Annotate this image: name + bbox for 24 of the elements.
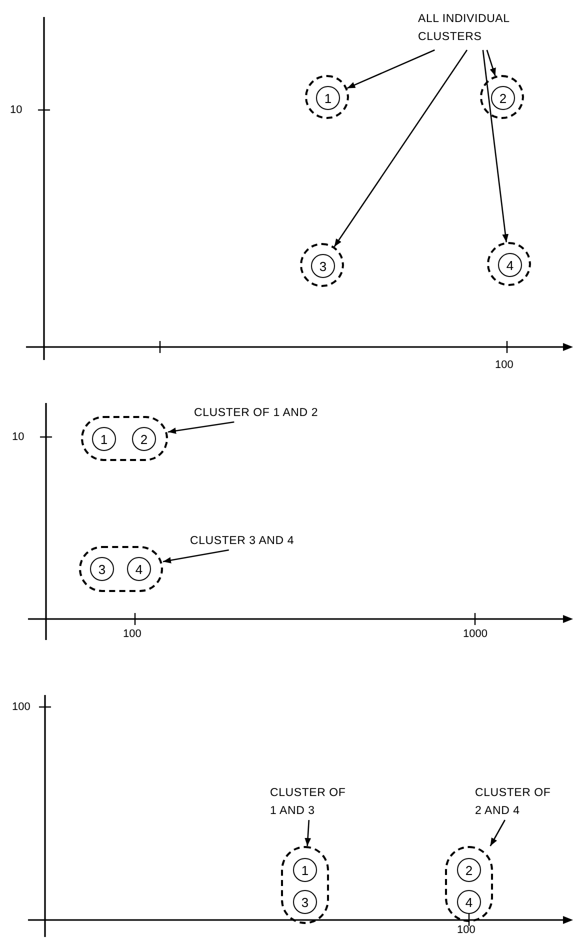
axis-tick-label: 10 [10, 105, 22, 116]
callout-label: ALL INDIVIDUAL CLUSTERS [418, 10, 543, 50]
axis-tick-label: 1000 [463, 629, 488, 640]
axis-tick-label: 10 [12, 432, 24, 443]
arrow [482, 50, 509, 242]
arrow [486, 50, 496, 76]
arrow [162, 549, 229, 564]
axis-tick-label: 100 [457, 925, 476, 936]
axis-tick-label: 100 [495, 360, 514, 371]
callout-label: CLUSTER OF 1 AND 2 [194, 404, 394, 422]
callout-label: CLUSTER 3 AND 4 [190, 532, 370, 550]
dashed-cluster-outline [81, 416, 168, 461]
arrow [304, 820, 312, 846]
dashed-cluster-outline [79, 546, 163, 592]
callout-label: CLUSTER OF 2 AND 4 [475, 784, 555, 820]
arrow [490, 820, 506, 846]
arrow [168, 421, 234, 434]
arrow [334, 50, 468, 248]
dashed-cluster-outline [445, 846, 493, 922]
dashed-cluster-outline [281, 846, 329, 924]
arrow [346, 49, 435, 89]
axis-tick-label: 100 [12, 702, 30, 713]
callout-label: CLUSTER OF 1 AND 3 [270, 784, 350, 820]
axis-tick-label: 100 [123, 629, 142, 640]
